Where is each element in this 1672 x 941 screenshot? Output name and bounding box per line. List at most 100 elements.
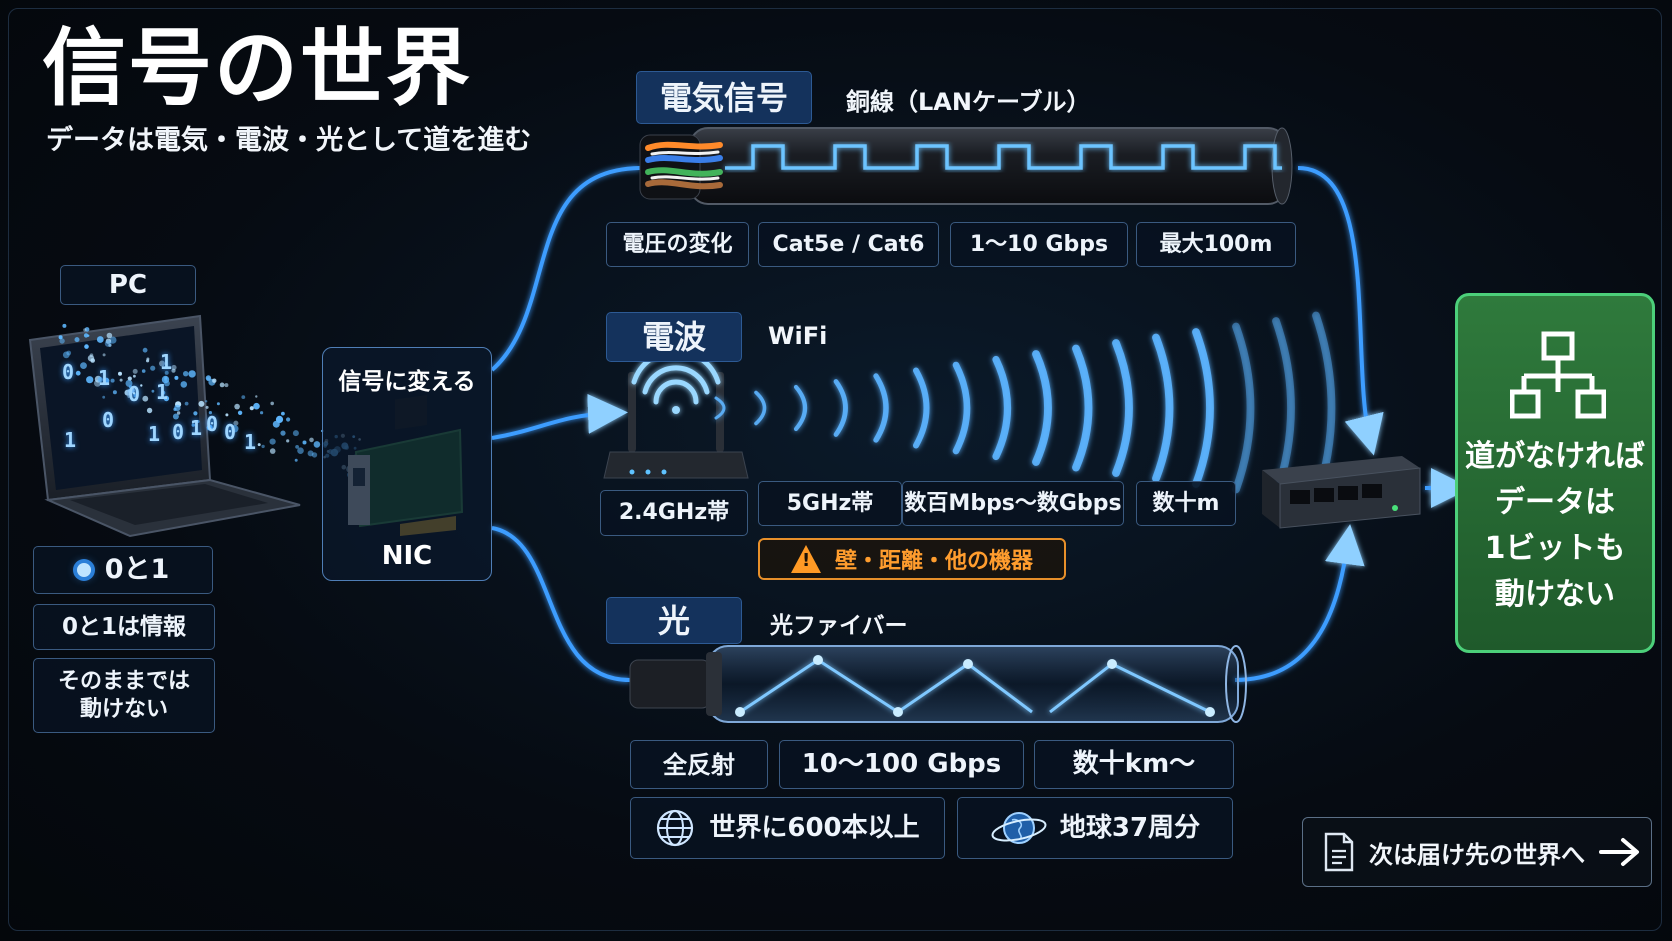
- bit-particle: [173, 407, 177, 411]
- bit-particle: [257, 443, 261, 447]
- bit-particle: [109, 336, 117, 344]
- screen-digit: 1: [244, 430, 257, 454]
- warning-icon: [790, 545, 821, 573]
- bit-particle: [159, 360, 165, 367]
- screen-digit: 0: [102, 408, 115, 432]
- document-icon: [1324, 832, 1354, 872]
- bit-particle: [58, 335, 63, 340]
- bit-particle: [163, 395, 170, 402]
- bit-particle: [146, 359, 150, 363]
- screen-digit: 1: [148, 422, 161, 446]
- bit-particle: [183, 371, 189, 377]
- screen-digit: 0: [172, 420, 185, 444]
- route-lines: [490, 166, 1471, 682]
- bit-particle: [302, 440, 307, 445]
- bit-particle: [141, 369, 146, 373]
- radio-wave-arc: [1192, 328, 1214, 488]
- bit-particle: [102, 353, 106, 357]
- bit-particle: [164, 380, 170, 387]
- optical-fact-earth: 地球37周分: [957, 797, 1233, 859]
- screen-digit: 1: [64, 428, 77, 452]
- bit-particle: [176, 411, 181, 415]
- radio-wave-arc: [952, 361, 971, 455]
- bit-particle: [255, 395, 258, 398]
- network-tree-icon: [1510, 331, 1606, 419]
- bit-particle: [205, 375, 212, 381]
- bit-particle: [184, 401, 189, 406]
- bit-particle: [59, 338, 65, 344]
- bit-particle: [281, 411, 285, 416]
- bit-particle: [286, 439, 290, 443]
- electric-medium: 銅線（LANケーブル）: [846, 88, 1091, 116]
- next-button-label: 次は届け先の世界へ: [1369, 840, 1585, 869]
- bit-particle: [97, 376, 103, 383]
- radio-wave-arc: [833, 379, 848, 437]
- bit-particle: [295, 445, 299, 449]
- bit-particle: [66, 350, 72, 356]
- bit-particle: [294, 458, 298, 462]
- radio-wave-arc: [1152, 333, 1174, 483]
- bit-particle: [83, 328, 87, 332]
- bit-particle: [286, 417, 291, 422]
- bit-particle: [205, 405, 209, 409]
- radio-wave-arc: [793, 384, 808, 432]
- bit-particle: [188, 370, 196, 378]
- warning-text: 壁・距離・他の機器: [834, 549, 1033, 574]
- electric-spec-voltage: 電圧の変化: [606, 222, 749, 267]
- next-world-button[interactable]: 次は届け先の世界へ: [1302, 817, 1652, 887]
- info-label: 0と1は情報: [33, 604, 215, 650]
- optical-medium: 光ファイバー: [770, 613, 908, 639]
- optical-spec-speed: 10〜100 Gbps: [779, 740, 1024, 789]
- bit-particle: [193, 411, 198, 416]
- bit-particle: [249, 406, 254, 411]
- radio-spec-24ghz: 2.4GHz帯: [600, 490, 748, 536]
- bit-particle: [86, 376, 94, 384]
- optical-spec-reflection: 全反射: [630, 740, 768, 789]
- electric-spec-speed: 1〜10 Gbps: [950, 222, 1128, 267]
- bit-particle: [161, 390, 166, 395]
- bit-particle: [307, 450, 314, 457]
- bit-particle: [225, 413, 229, 417]
- destination-panel: 道がなければ データは 1ビットも 動けない: [1455, 293, 1655, 653]
- radio-wave-arc: [992, 355, 1012, 461]
- screen-digit: 1: [160, 350, 173, 374]
- radio-wave-arc: [754, 390, 767, 426]
- bit-particle: [237, 410, 243, 415]
- bit-particle: [118, 371, 122, 376]
- bit-particle: [208, 411, 212, 415]
- bit-particle: [87, 334, 90, 337]
- bit-particle: [129, 387, 135, 394]
- screen-digit: 0: [128, 382, 141, 406]
- bit-particle: [198, 400, 205, 407]
- radio-wave-arc: [873, 373, 889, 443]
- bit-particle: [62, 323, 67, 328]
- cables-count-text: 世界に600本以上: [709, 812, 920, 843]
- bit-particle: [142, 395, 149, 402]
- bit-particle: [275, 415, 284, 423]
- bit-particle: [206, 424, 213, 431]
- bit-particle: [260, 411, 264, 415]
- optical-spec-distance: 数十km〜: [1034, 740, 1234, 789]
- bit-particle: [309, 437, 314, 443]
- bit-particle: [174, 375, 179, 380]
- bit-particle: [297, 447, 304, 455]
- bit-particle: [103, 377, 110, 384]
- bit-particle: [133, 393, 138, 398]
- bit-particle: [164, 370, 169, 375]
- bit-particle: [87, 355, 95, 362]
- screen-digit: 0: [62, 360, 75, 384]
- bit-particle: [292, 430, 299, 437]
- radio-wave-arc: [913, 367, 930, 449]
- bit-particle: [96, 336, 104, 343]
- bit-particle: [180, 381, 188, 388]
- radio-spec-speed: 数百Mbps〜数Gbps: [902, 481, 1124, 526]
- fiber-cable-icon: [629, 645, 1247, 723]
- radio-wave-arc: [1112, 339, 1133, 477]
- bit-particle: [124, 389, 131, 396]
- bit-particle: [74, 337, 80, 343]
- bit-particle: [104, 340, 112, 347]
- destination-text: 道がなければ データは 1ビットも 動けない: [1465, 439, 1645, 612]
- bit-particle: [146, 407, 153, 414]
- screen-digit: 0: [224, 420, 237, 444]
- bit-particle: [233, 420, 239, 426]
